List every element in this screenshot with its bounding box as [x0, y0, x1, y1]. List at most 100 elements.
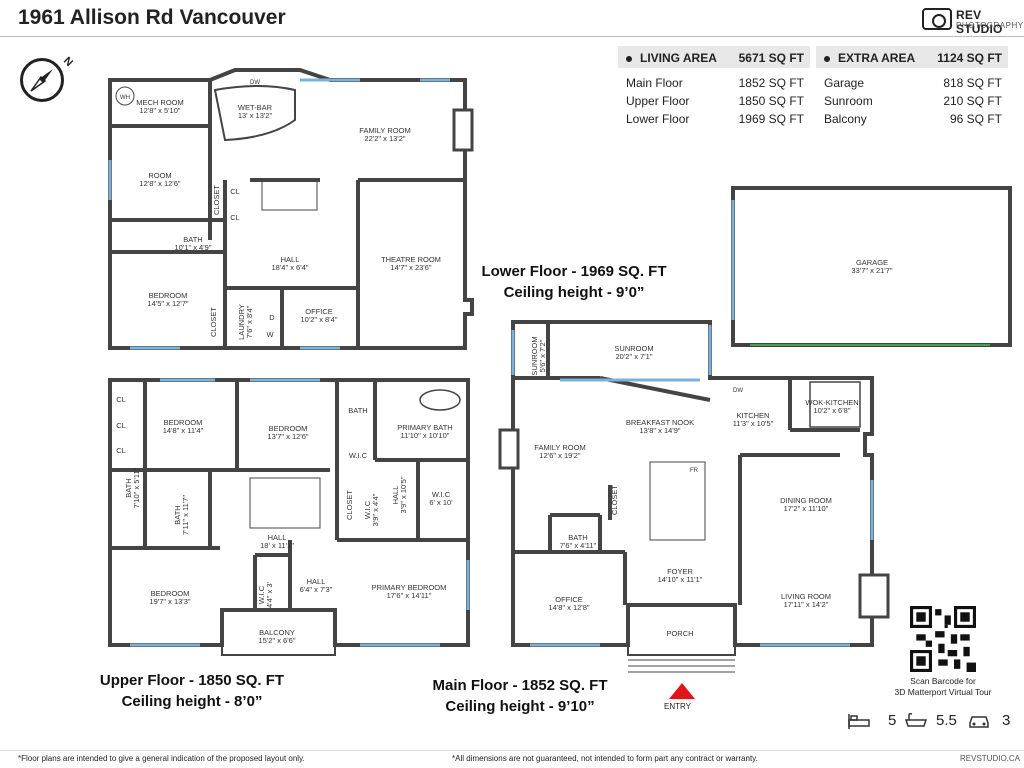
room-dimensions: 14'5" x 12'7" [147, 299, 188, 308]
room-dimensions: 13'7" x 12'6" [267, 432, 308, 441]
room-dimensions: 10'1" x 4'9" [175, 243, 212, 252]
room-name: W.I.C [349, 451, 368, 460]
room-name: FAMILY ROOM [534, 443, 585, 452]
parking-count: 3 [1002, 712, 1011, 729]
room-dimensions: 12'8" x 5'10" [139, 106, 180, 115]
compass-icon [20, 58, 64, 102]
room-dimensions: 19'7" x 13'3" [149, 597, 190, 606]
bullet-icon [626, 55, 632, 62]
page-title: 1961 Allison Rd Vancouver [18, 6, 286, 29]
car-icon [969, 716, 989, 728]
room-dimensions: 12'6" x 19'2" [539, 451, 580, 460]
row-label: Sunroom [824, 94, 873, 108]
row-label: Garage [824, 76, 865, 90]
living-area-label: LIVING AREA [640, 51, 717, 65]
room-dimensions: 7'6" x 4'11" [560, 541, 597, 550]
room-dimensions: 33'7" x 21'7" [851, 266, 892, 275]
floor-ceiling: Ceiling height - 9’0” [503, 284, 645, 301]
room-name: THEATRE ROOM [381, 255, 441, 264]
room-name: BEDROOM [151, 589, 190, 598]
room-name: OFFICE [555, 595, 583, 604]
room-name: FAMILY ROOM [359, 126, 410, 135]
room-name: HALL [268, 533, 287, 542]
upper-floor-plan: CL CL CL BATH 7'10" x 5'11" BATH 7'11" x… [108, 378, 470, 656]
room-name: PRIMARY BATH [397, 423, 452, 432]
room-small-label: 7'11" x 11'7" [181, 495, 190, 535]
room-small-label: CL [116, 395, 126, 404]
room-name: HALL [281, 255, 300, 264]
lower-floor-caption: Lower Floor - 1969 SQ. FT Ceiling height… [478, 261, 670, 303]
bed-icon [848, 714, 870, 729]
room-small-label: CLOSET [212, 185, 221, 215]
room-dimensions: 20'2" x 7'1" [616, 352, 653, 361]
room-dimensions: 7'6" x 8'4" [245, 305, 254, 338]
room-name: GARAGE [856, 258, 888, 267]
room-name: KITCHEN [737, 411, 770, 420]
entry-label: ENTRY [664, 702, 691, 711]
room-label: BATH [348, 406, 367, 415]
room-label: W.I.C [349, 451, 368, 460]
room-small-label: CL [116, 446, 126, 455]
property-stats: 5 5.5 3 [848, 708, 1020, 738]
baths-count: 5.5 [936, 712, 957, 729]
floor-ceiling: Ceiling height - 9’10” [445, 698, 595, 715]
room-small-label: DW [250, 80, 260, 86]
row-value: 818 SQ FT [943, 76, 1002, 90]
room-name: BEDROOM [269, 424, 308, 433]
bath-icon [904, 712, 928, 727]
row-label: Upper Floor [626, 94, 690, 108]
room-name: BREAKFAST NOOK [626, 418, 694, 427]
room-small-label: HALL [391, 486, 400, 505]
room-dimensions: 5'6" x 7'2" [538, 339, 547, 372]
dimension-disclaimer: *All dimensions are not guaranteed, not … [452, 754, 758, 763]
room-name: BATH [348, 406, 367, 415]
room-dimensions: 17'6" x 14'11" [387, 591, 432, 600]
room-small-label: FR [690, 468, 699, 474]
brand-name: REV STUDIO [956, 8, 1003, 36]
room-dimensions: 22'2" x 13'2" [364, 134, 405, 143]
room-small-label: BATH [124, 478, 133, 497]
room-name: SUNROOM [614, 344, 653, 353]
room-dimensions: 14'10" x 11'1" [658, 575, 703, 584]
extra-area-row: Garage 818 SQ FT [816, 74, 1008, 92]
room-small-label: D [269, 313, 275, 322]
room-name: DINING ROOM [780, 496, 832, 505]
room-dimensions: 6'4" x 7'3" [300, 585, 333, 594]
room-name: BEDROOM [164, 418, 203, 427]
room-small-label: W.I.C [363, 500, 372, 519]
room-small-label: CL [230, 213, 240, 222]
compass-needle-icon [30, 69, 53, 92]
extra-area-total: 1124 SQ FT [937, 51, 1002, 65]
room-dimensions: 14'7" x 23'6" [390, 263, 431, 272]
row-label: Main Floor [626, 76, 683, 90]
room-small-label: 3'9" x 4'4" [371, 493, 380, 526]
room-small-label: 7'10" x 5'11" [132, 467, 141, 508]
room-name: BEDROOM [149, 291, 188, 300]
room-dimensions: 10'2" x 6'8" [814, 406, 851, 415]
room-name: LIVING ROOM [781, 592, 831, 601]
room-dimensions: 10'2" x 8'4" [301, 315, 338, 324]
room-dimensions: 12'8" x 12'6" [139, 179, 180, 188]
room-dimensions: 14'8" x 11'4" [163, 426, 204, 435]
room-small-label: 4'4" x 3' [265, 581, 274, 608]
